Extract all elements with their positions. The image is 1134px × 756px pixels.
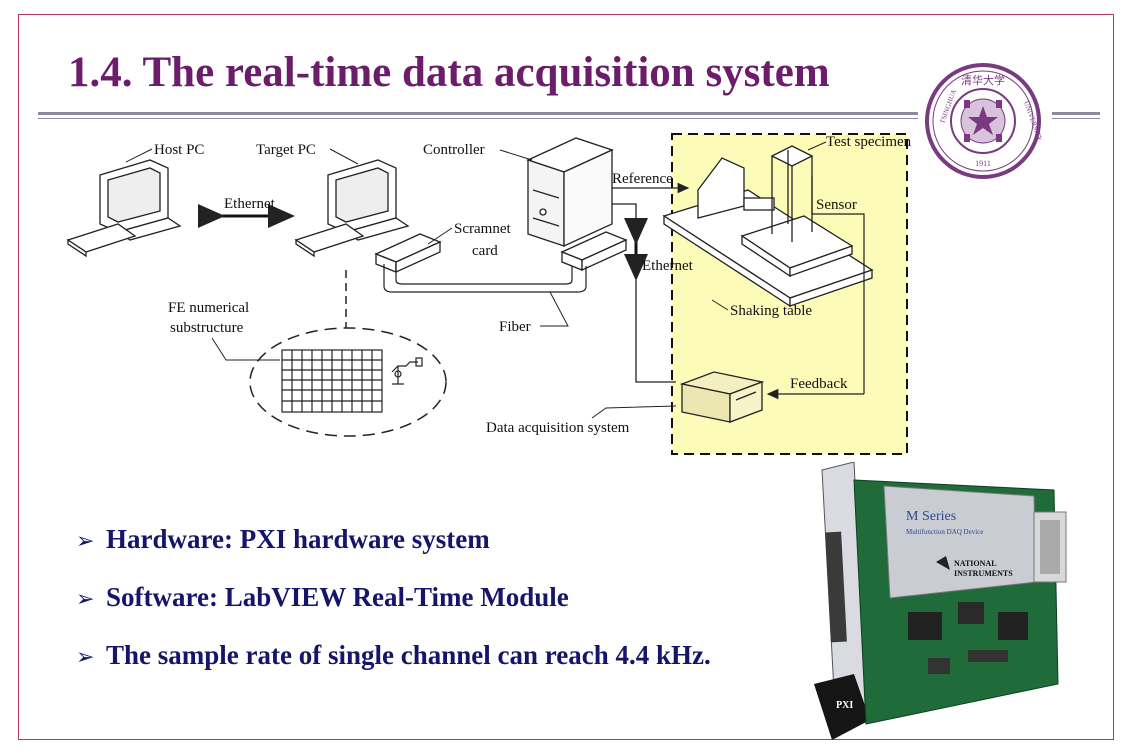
- fe-model-ellipse: [249, 327, 447, 437]
- ethernet-right-label: Ethernet: [642, 258, 694, 274]
- controller-icon: [526, 137, 614, 248]
- scramnet-label: Scramnet: [454, 221, 511, 237]
- series-text: M Series: [906, 509, 956, 524]
- substructure-label: substructure: [170, 320, 244, 336]
- fiber-label: Fiber: [499, 319, 531, 335]
- test-specimen-label: Test specimen: [826, 134, 912, 150]
- title-rule: [38, 112, 918, 115]
- ethernet-left-label: Ethernet: [224, 196, 276, 212]
- brand-line1: NATIONAL: [954, 559, 997, 568]
- slide-title: 1.4. The real-time data acquisition syst…: [68, 49, 830, 96]
- arrow-bullet-icon: ➢: [76, 645, 95, 670]
- bullet-text: Software: LabVIEW Real-Time Module: [106, 582, 569, 612]
- university-seal-logo: 清华大学 TSINGHUA UNIVERSITY 1911: [925, 63, 1042, 179]
- slide-frame: [18, 14, 1114, 740]
- fiber-line: [383, 264, 587, 293]
- data-acquisition-box-icon: [679, 371, 765, 423]
- sensor-label: Sensor: [816, 197, 857, 213]
- host-pc-icon: [66, 159, 182, 258]
- series-sub-text: Multifunction DAQ Device: [906, 528, 983, 536]
- pxi-card-image: PXI M Series Multifunction DAQ Device NA…: [814, 462, 1067, 740]
- scramnet-card-left-icon: [374, 233, 442, 274]
- target-pc-label: Target PC: [256, 142, 316, 158]
- fe-mesh-grid: [281, 349, 423, 413]
- shaking-table-label: Shaking table: [730, 303, 812, 319]
- title-rule-right-thin: [1052, 118, 1100, 119]
- scramnet-label-2: card: [472, 243, 498, 259]
- feedback-label: Feedback: [790, 376, 848, 392]
- arrow-bullet-icon: ➢: [76, 529, 95, 554]
- bullet-text: The sample rate of single channel can re…: [106, 640, 711, 670]
- title-rule-thin: [38, 118, 918, 119]
- reference-label: Reference: [612, 171, 673, 187]
- brand-line2: INSTRUMENTS: [954, 569, 1013, 578]
- fe-numerical-label: FE numerical: [168, 300, 249, 316]
- pxi-text: PXI: [836, 700, 853, 711]
- bullet-item: ➢ Software: LabVIEW Real-Time Module: [76, 582, 569, 613]
- seal-top-text: 清华大学: [961, 73, 1005, 87]
- shaking-table-icon: [662, 157, 874, 308]
- test-specimen-icon: [770, 145, 814, 242]
- title-rule-right: [1052, 112, 1100, 115]
- host-pc-label: Host PC: [154, 142, 204, 158]
- arrow-bullet-icon: ➢: [76, 587, 95, 612]
- bullet-text: Hardware: PXI hardware system: [106, 524, 490, 554]
- bullet-item: ➢ Hardware: PXI hardware system: [76, 524, 490, 555]
- data-acquisition-label: Data acquisition system: [486, 420, 630, 436]
- ni-logo-icon: [936, 556, 950, 570]
- seal-year: 1911: [975, 159, 991, 168]
- target-pc-icon: [294, 159, 410, 258]
- bullet-item: ➢ The sample rate of single channel can r…: [76, 640, 711, 671]
- sensor-line: [812, 213, 865, 394]
- controller-label: Controller: [423, 142, 485, 158]
